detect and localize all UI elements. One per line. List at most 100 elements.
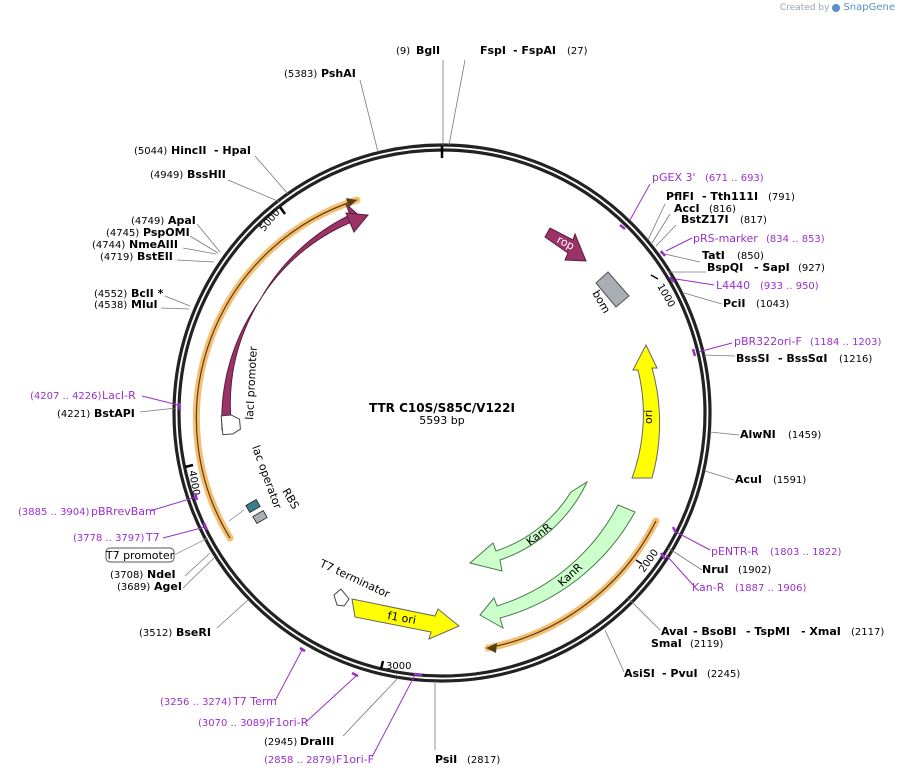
marker-pentr-r: [671, 526, 678, 534]
leader-pgex3: [629, 183, 651, 221]
enzyme-name-bsssi[interactable]: BssSI: [736, 352, 770, 365]
enzyme-name-tspmi[interactable]: - TspMI: [746, 625, 790, 638]
enzyme-name-bseri[interactable]: BseRI: [176, 626, 211, 639]
enzyme-name-draiii[interactable]: DraIII: [300, 735, 334, 748]
enzyme-name-agei[interactable]: AgeI: [154, 580, 182, 593]
leader-kan-r: [665, 554, 695, 587]
f1-ori-feature[interactable]: [351, 598, 460, 640]
primer-name-prs-marker[interactable]: pRS-marker: [693, 232, 758, 245]
enzyme-name-bspqi[interactable]: BspQI: [707, 261, 743, 274]
rbs-feature[interactable]: [252, 509, 268, 525]
enzyme-name-fspai[interactable]: - FspAI: [513, 44, 556, 57]
enzyme-name-bgli[interactable]: BglI: [416, 44, 440, 57]
enzyme-name-ndei[interactable]: NdeI: [147, 568, 176, 581]
enzyme-name-xmai[interactable]: - XmaI: [801, 625, 841, 638]
leader-f1ori-r: [305, 675, 357, 723]
enzyme-name-nrui[interactable]: NruI: [702, 563, 729, 576]
enzyme-name-pcii[interactable]: PciI: [723, 297, 745, 310]
leader-asisi: [604, 629, 625, 673]
enzyme-name-nmeaiii[interactable]: NmeAIII: [129, 238, 178, 251]
ori-feature[interactable]: [631, 343, 661, 479]
enzyme-pos-pflfi: (791): [768, 192, 795, 203]
enzyme-pos-pcii: (1043): [756, 299, 789, 310]
enzyme-name-bsshii[interactable]: BssHII: [187, 168, 226, 181]
primer-range-pbrrevbam: (3885 .. 3904): [18, 507, 90, 518]
leader-draiii: [342, 677, 399, 737]
credit-brand: SnapGene: [843, 2, 895, 13]
primer-name-t7[interactable]: T7: [145, 531, 160, 544]
rop-feature[interactable]: [544, 227, 587, 262]
bom-feature[interactable]: [595, 271, 630, 308]
tick-label-4000: 4000: [186, 470, 201, 497]
primer-range-pbr322ori-f: (1184 .. 1203): [810, 337, 882, 348]
kanr-feature-inner[interactable]: [468, 480, 589, 572]
enzyme-name-fspi[interactable]: FspI: [480, 44, 506, 57]
enzyme-name-asisi[interactable]: AsiSI: [624, 667, 655, 680]
enzyme-name-pshai[interactable]: PshAI: [321, 67, 356, 80]
enzyme-name-bsssai[interactable]: - BssSαI: [778, 352, 827, 365]
primer-name-pentr-r[interactable]: pENTR-R: [711, 545, 759, 558]
primer-name-kan-r[interactable]: Kan-R: [692, 581, 725, 594]
primer-name-pbrrevbam[interactable]: pBRrevBam: [91, 505, 156, 518]
laci-promoter-label: lacI promoter: [243, 345, 260, 420]
primer-name-pbr322ori-f[interactable]: pBR322ori-F: [734, 335, 802, 348]
enzyme-name-acui[interactable]: AcuI: [735, 473, 762, 486]
enzyme-name-apai[interactable]: ApaI: [168, 214, 196, 227]
kanr-orf-arrow: [486, 643, 497, 653]
enzyme-name-alwni[interactable]: AlwNI: [740, 428, 776, 441]
enzyme-name-acci[interactable]: AccI: [674, 202, 700, 215]
t7-terminator-feature[interactable]: [333, 588, 350, 607]
laci-arrowhead: [345, 212, 369, 233]
enzyme-pos-acci: (816): [709, 204, 736, 215]
enzyme-name-tati[interactable]: TatI: [702, 249, 725, 262]
tick-label-3000: 3000: [386, 661, 411, 672]
primer-name-f1ori-r[interactable]: F1ori-R: [269, 716, 309, 729]
primer-name-laci-r[interactable]: LacI-R: [102, 389, 136, 402]
kanr-feature-outer[interactable]: [479, 504, 636, 630]
marker-pgex3: [619, 224, 626, 230]
leader-ndei: [184, 552, 211, 577]
enzyme-name-hpai[interactable]: - HpaI: [214, 144, 251, 157]
enzyme-pos-ndei: (3708): [110, 570, 143, 581]
enzyme-labels: (9) BglI FspI - FspAI (27) (5383) PshAI …: [57, 44, 884, 766]
laci-promoter-feature[interactable]: [220, 414, 241, 436]
enzyme-name-pspomi[interactable]: PspOMI: [143, 226, 190, 239]
enzyme-name-pvui[interactable]: - PvuI: [662, 667, 698, 680]
primer-name-pgex3[interactable]: pGEX 3': [652, 171, 696, 184]
enzyme-name-psii[interactable]: PsiI: [435, 753, 457, 766]
enzyme-name-bstapi[interactable]: BstAPI: [94, 407, 135, 420]
enzyme-name-bcli[interactable]: BclI *: [131, 287, 164, 300]
laci-feature[interactable]: [221, 203, 363, 431]
enzyme-pos-avai: (2117): [851, 627, 884, 638]
enzyme-name-pflfi[interactable]: PflFI: [666, 190, 694, 203]
enzyme-name-smai[interactable]: SmaI: [651, 637, 682, 650]
leader-pshai: [359, 79, 379, 153]
primer-name-l4440[interactable]: L4440: [716, 279, 750, 292]
primer-range-t7term: (3256 .. 3274): [160, 697, 232, 708]
lac-operator-feature[interactable]: [245, 498, 261, 514]
t7-promoter-box[interactable]: T7 promoter: [105, 537, 209, 563]
enzyme-pos-fspi: (27): [567, 46, 588, 57]
enzyme-pos-bsssi: (1216): [839, 354, 872, 365]
f1-ori-label: f1 ori: [386, 609, 417, 627]
enzyme-name-tth111i[interactable]: - Tth111I: [702, 190, 758, 203]
enzyme-name-bsobi[interactable]: - BsoBI: [693, 625, 736, 638]
enzyme-name-mlui[interactable]: MluI: [131, 298, 158, 311]
primer-range-laci-r: (4207 .. 4226): [30, 391, 102, 402]
enzyme-name-bsteii[interactable]: BstEII: [137, 250, 173, 263]
leader-pcii: [683, 292, 723, 305]
marker-t7term: [299, 646, 306, 653]
plasmid-length: 5593 bp: [419, 414, 464, 427]
enzyme-name-bstz17i[interactable]: BstZ17I: [681, 213, 729, 226]
primer-name-f1ori-f[interactable]: F1ori-F: [336, 753, 374, 766]
enzyme-name-hincii[interactable]: HincII: [171, 144, 207, 157]
plasmid-title: TTR C10S/S85C/V122I 5593 bp: [369, 401, 515, 427]
enzyme-name-sapi[interactable]: - SapI: [754, 261, 790, 274]
enzyme-name-avai[interactable]: AvaI: [661, 625, 688, 638]
enzyme-pos-draiii: (2945): [264, 737, 297, 748]
rbs-label: RBS: [279, 486, 301, 512]
primer-name-t7term[interactable]: T7 Term: [232, 695, 277, 708]
enzyme-pos-pshai: (5383): [284, 69, 317, 80]
primer-range-f1ori-r: (3070 .. 3089): [198, 718, 270, 729]
enzyme-pos-alwni: (1459): [788, 430, 821, 441]
